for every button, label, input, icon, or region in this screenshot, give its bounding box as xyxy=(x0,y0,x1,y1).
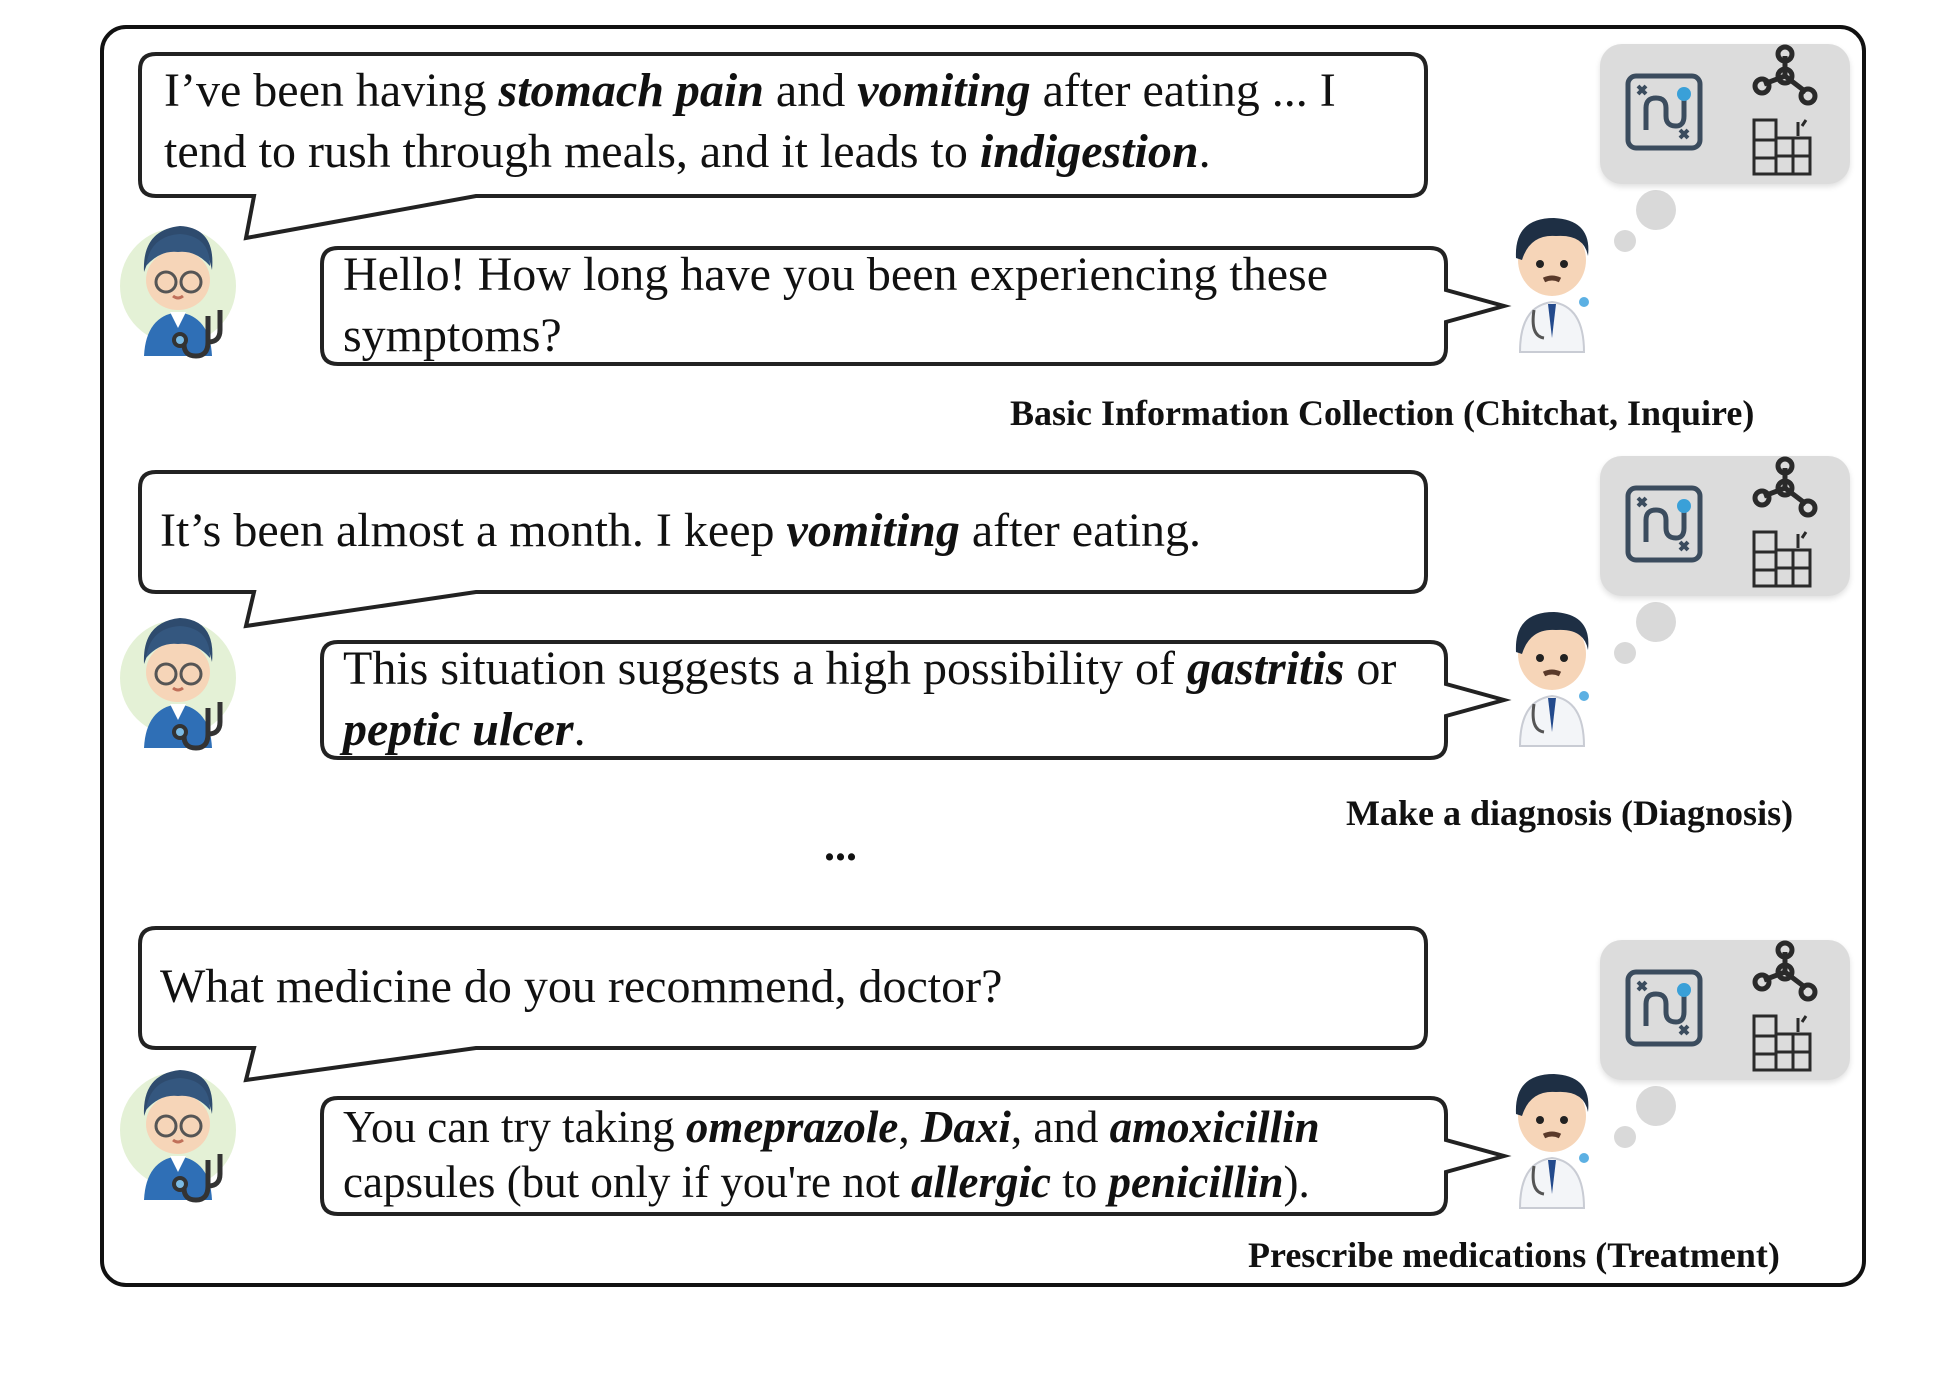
message-text-run: after eating. xyxy=(959,504,1202,557)
emphasized-term: penicillin xyxy=(1108,1157,1284,1207)
doctor-avatar-icon xyxy=(1515,218,1589,353)
medicine-cabinet-icon xyxy=(1752,1014,1812,1072)
thought-cloud xyxy=(1600,940,1860,1150)
message-text-run: ). xyxy=(1283,1157,1310,1207)
strategy-map-icon xyxy=(1625,485,1703,563)
thought-dot-small xyxy=(1614,1126,1636,1148)
message-text-run: You can try taking xyxy=(343,1102,686,1152)
thought-cloud xyxy=(1600,456,1860,666)
emphasized-term: gastritis xyxy=(1187,642,1345,695)
message-text-run: or xyxy=(1344,642,1397,695)
doctor-bubble-1 xyxy=(320,246,1512,366)
knowledge-graph-icon xyxy=(1752,456,1818,518)
patient-avatar-icon xyxy=(120,1070,236,1203)
patient-message-2: It’s been almost a month. I keep vomitin… xyxy=(160,500,1420,561)
thought-dot-large xyxy=(1636,1086,1676,1126)
emphasized-term: allergic xyxy=(911,1157,1051,1207)
message-text-run: It’s been almost a month. I keep xyxy=(160,504,787,557)
message-text-run: . xyxy=(573,703,586,756)
doctor-message-1: Hello! How long have you been experienci… xyxy=(343,244,1443,366)
thought-panel xyxy=(1600,940,1850,1080)
message-text-run: to xyxy=(1050,1157,1109,1207)
thought-dot-large xyxy=(1636,602,1676,642)
ellipsis: ... xyxy=(824,821,857,870)
emphasized-term: vomiting xyxy=(857,64,1031,117)
stage-label-3: Prescribe medications (Treatment) xyxy=(1248,1235,1780,1275)
message-text-run: Hello! How long have you been experienci… xyxy=(343,248,1329,362)
doctor-message-2: This situation suggests a high possibili… xyxy=(343,638,1443,760)
doctor-avatar-icon xyxy=(1515,612,1589,747)
message-text-run: , xyxy=(898,1102,921,1152)
knowledge-graph-icon xyxy=(1752,940,1818,1002)
thought-cloud xyxy=(1600,44,1860,254)
doctor-message-3: You can try taking omeprazole, Daxi, and… xyxy=(343,1100,1443,1210)
stage-label-1: Basic Information Collection (Chitchat, … xyxy=(1010,393,1755,433)
emphasized-term: amoxicillin xyxy=(1109,1102,1320,1152)
thought-panel xyxy=(1600,456,1850,596)
knowledge-graph-icon xyxy=(1752,44,1818,106)
message-text-run: I’ve been having xyxy=(164,64,499,117)
patient-bubble-3 xyxy=(138,926,1428,1083)
emphasized-term: peptic ulcer xyxy=(343,703,574,756)
message-text-run: after eating ... I tend to rush through … xyxy=(164,64,1336,178)
patient-bubble-1 xyxy=(138,52,1428,241)
message-text-run: This situation suggests a high possibili… xyxy=(343,642,1188,695)
figure-frame xyxy=(100,25,1866,1287)
doctor-bubble-3 xyxy=(320,1096,1512,1216)
patient-avatar-icon xyxy=(120,226,236,359)
emphasized-term: omeprazole xyxy=(685,1102,899,1152)
message-text-run: . xyxy=(1198,125,1211,178)
patient-message-1: I’ve been having stomach pain and vomiti… xyxy=(164,60,1424,182)
strategy-map-icon xyxy=(1625,969,1703,1047)
emphasized-term: stomach pain xyxy=(498,64,764,117)
emphasized-term: indigestion xyxy=(979,125,1199,178)
message-text-run: , and xyxy=(1010,1102,1110,1152)
medicine-cabinet-icon xyxy=(1752,118,1812,176)
patient-avatar-icon xyxy=(120,618,236,751)
thought-dot-small xyxy=(1614,230,1636,252)
medicine-cabinet-icon xyxy=(1752,530,1812,588)
thought-dot-small xyxy=(1614,642,1636,664)
doctor-avatar-icon xyxy=(1515,1074,1589,1209)
strategy-map-icon xyxy=(1625,73,1703,151)
patient-message-3: What medicine do you recommend, doctor? xyxy=(160,956,1420,1017)
emphasized-term: vomiting xyxy=(786,504,960,557)
stage-label-2: Make a diagnosis (Diagnosis) xyxy=(1346,793,1794,833)
emphasized-term: Daxi xyxy=(920,1102,1011,1152)
patient-bubble-2 xyxy=(138,470,1428,629)
message-text-run: capsules (but only if you're not xyxy=(343,1157,911,1207)
thought-panel xyxy=(1600,44,1850,184)
thought-dot-large xyxy=(1636,190,1676,230)
message-text-run: and xyxy=(763,64,858,117)
doctor-bubble-2 xyxy=(320,640,1512,760)
message-text-run: What medicine do you recommend, doctor? xyxy=(160,960,1003,1013)
